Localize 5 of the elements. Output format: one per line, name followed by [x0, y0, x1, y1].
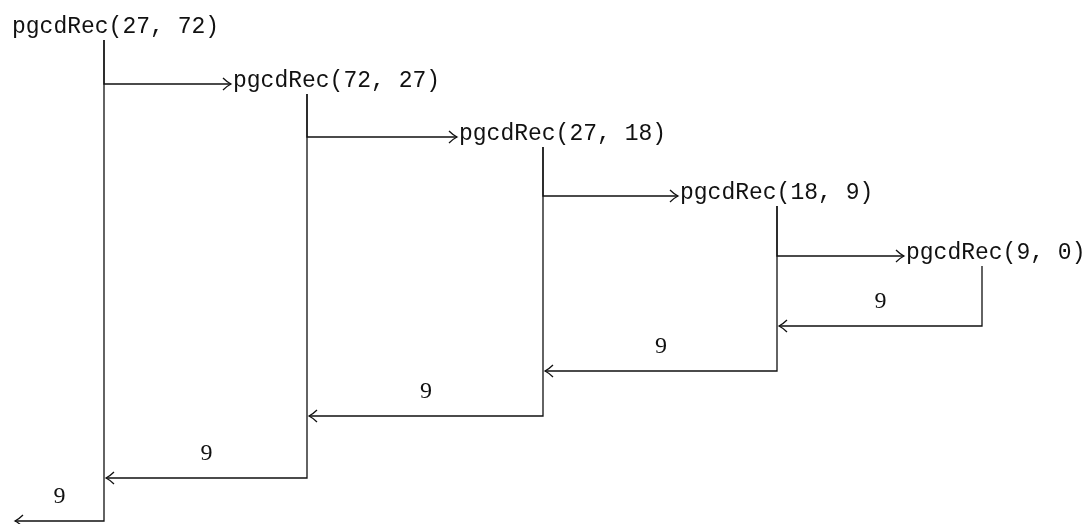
- function-call-text: pgcdRec(72, 27): [233, 68, 441, 94]
- function-call-text: pgcdRec(27, 72): [12, 14, 220, 40]
- function-call-text: pgcdRec(27, 18): [459, 121, 667, 147]
- function-call-text: pgcdRec(18, 9): [680, 180, 874, 206]
- function-call-text: pgcdRec(9, 0): [906, 240, 1086, 266]
